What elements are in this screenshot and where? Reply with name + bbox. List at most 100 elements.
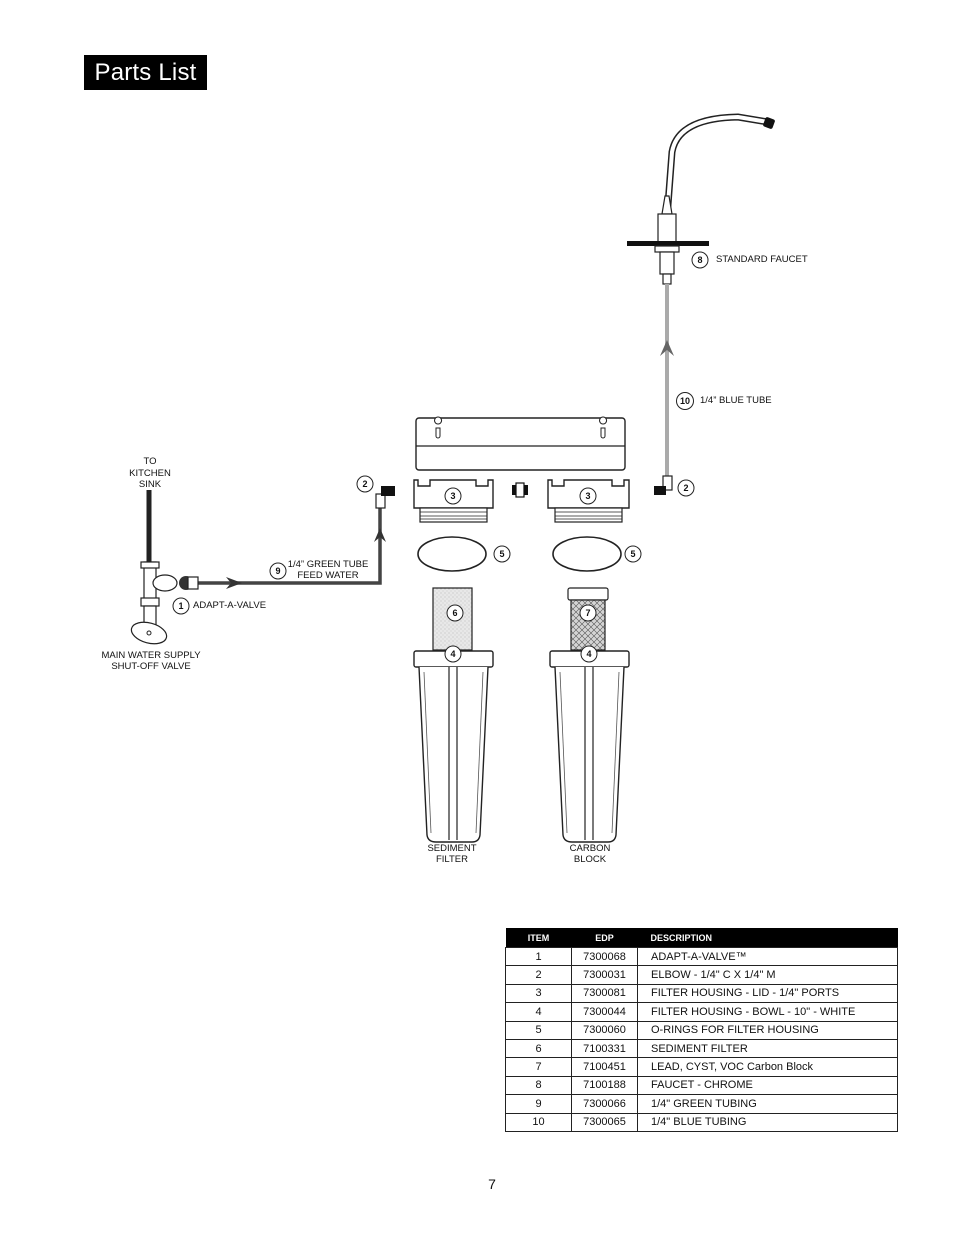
callout-5-left: 5 <box>493 545 511 563</box>
cell-edp: 7300065 <box>571 1112 638 1132</box>
callout-7: 7 <box>579 604 597 622</box>
cell-description: O-RINGS FOR FILTER HOUSING <box>637 1020 898 1040</box>
label-carbon-block-1: CARBON <box>570 843 611 854</box>
label-to-kitchen-sink-2: KITCHEN <box>129 468 171 479</box>
elbow-right <box>654 475 673 495</box>
installation-diagram: TO KITCHEN SINK MAIN WATER SUPPLY SHUT-O… <box>101 113 808 865</box>
parts-table-header: ITEM EDP DESCRIPTION <box>505 928 898 948</box>
cell-description: FAUCET - CHROME <box>637 1075 898 1096</box>
cell-edp: 7300081 <box>571 983 638 1004</box>
blue-tube <box>660 284 674 476</box>
cell-item: 10 <box>505 1112 572 1132</box>
callout-4-right: 4 <box>580 645 598 663</box>
label-adapt-a-valve: ADAPT-A-VALVE <box>193 600 266 611</box>
label-green-tube-1: 1/4” GREEN TUBE <box>288 559 369 570</box>
svg-text:3: 3 <box>450 491 455 501</box>
cell-item: 3 <box>505 983 572 1004</box>
label-to-kitchen-sink-3: SINK <box>139 479 162 490</box>
filter-bowl-right <box>549 650 630 843</box>
cell-edp: 7300044 <box>571 1002 638 1022</box>
cell-item: 9 <box>505 1094 572 1114</box>
cell-edp: 7300068 <box>571 946 638 967</box>
cell-description: LEAD, CYST, VOC Carbon Block <box>637 1057 898 1077</box>
callout-6: 6 <box>446 604 464 622</box>
cell-description: 1/4" BLUE TUBING <box>637 1112 898 1132</box>
label-standard-faucet: STANDARD FAUCET <box>716 254 808 265</box>
elbow-left <box>375 486 395 509</box>
cell-edp: 7100331 <box>571 1038 638 1059</box>
faucet <box>627 113 775 285</box>
svg-text:5: 5 <box>630 549 635 559</box>
cell-description: FILTER HOUSING - BOWL - 10" - WHITE <box>637 1002 898 1022</box>
callout-10: 10 <box>676 392 694 410</box>
label-main-water-supply-1: MAIN WATER SUPPLY <box>101 650 201 661</box>
cell-description: 1/4" GREEN TUBING <box>637 1094 898 1114</box>
cell-item: 4 <box>505 1002 572 1022</box>
label-sediment-filter-1: SEDIMENT <box>427 843 476 854</box>
svg-text:8: 8 <box>697 255 702 265</box>
svg-text:6: 6 <box>452 608 457 618</box>
o-ring-left <box>417 536 487 572</box>
callout-5-right: 5 <box>624 545 642 563</box>
callout-8: 8 <box>691 251 709 269</box>
svg-text:10: 10 <box>680 396 690 406</box>
svg-text:2: 2 <box>683 483 688 493</box>
label-carbon-block-2: BLOCK <box>574 854 607 865</box>
callout-2-right: 2 <box>677 479 695 497</box>
cell-edp: 7300066 <box>571 1094 638 1114</box>
callout-3-left: 3 <box>444 487 462 505</box>
header-description: DESCRIPTION <box>637 928 898 948</box>
page-title: Parts List <box>84 55 207 90</box>
filter-lid-left <box>413 479 494 523</box>
mounting-bracket <box>415 416 626 471</box>
cell-item: 2 <box>505 965 572 985</box>
header-edp: EDP <box>571 928 638 948</box>
label-sediment-filter-2: FILTER <box>436 854 468 865</box>
svg-text:4: 4 <box>586 649 591 659</box>
label-blue-tube: 1/4” BLUE TUBE <box>700 395 772 406</box>
callout-3-right: 3 <box>579 487 597 505</box>
connector-nipple <box>512 482 528 498</box>
svg-text:2: 2 <box>362 479 367 489</box>
callout-1: 1 <box>172 597 190 615</box>
cell-edp: 7100188 <box>571 1075 638 1096</box>
header-item: ITEM <box>505 928 572 948</box>
svg-text:7: 7 <box>585 608 590 618</box>
cell-item: 5 <box>505 1020 572 1040</box>
cell-description: FILTER HOUSING - LID - 1/4" PORTS <box>637 983 898 1004</box>
svg-text:4: 4 <box>450 649 455 659</box>
cell-item: 6 <box>505 1038 572 1059</box>
label-to-kitchen-sink-1: TO <box>143 456 156 467</box>
callout-9: 9 <box>269 562 287 580</box>
cell-description: SEDIMENT FILTER <box>637 1038 898 1059</box>
o-ring-right <box>552 536 622 572</box>
cell-item: 7 <box>505 1057 572 1077</box>
cell-description: ELBOW - 1/4" C X 1/4" M <box>637 965 898 985</box>
green-tube <box>198 508 386 589</box>
cell-item: 1 <box>505 946 572 967</box>
svg-text:3: 3 <box>585 491 590 501</box>
svg-text:9: 9 <box>275 566 280 576</box>
svg-text:1: 1 <box>178 601 183 611</box>
cell-item: 8 <box>505 1075 572 1096</box>
label-green-tube-2: FEED WATER <box>297 570 358 581</box>
page-number: 7 <box>488 1176 496 1192</box>
adapt-a-valve-assembly <box>130 490 199 645</box>
callout-4-left: 4 <box>444 645 462 663</box>
label-main-water-supply-2: SHUT-OFF VALVE <box>111 661 190 672</box>
cell-edp: 7300031 <box>571 965 638 985</box>
callout-2-left: 2 <box>356 475 374 493</box>
filter-bowl-left <box>413 650 494 843</box>
